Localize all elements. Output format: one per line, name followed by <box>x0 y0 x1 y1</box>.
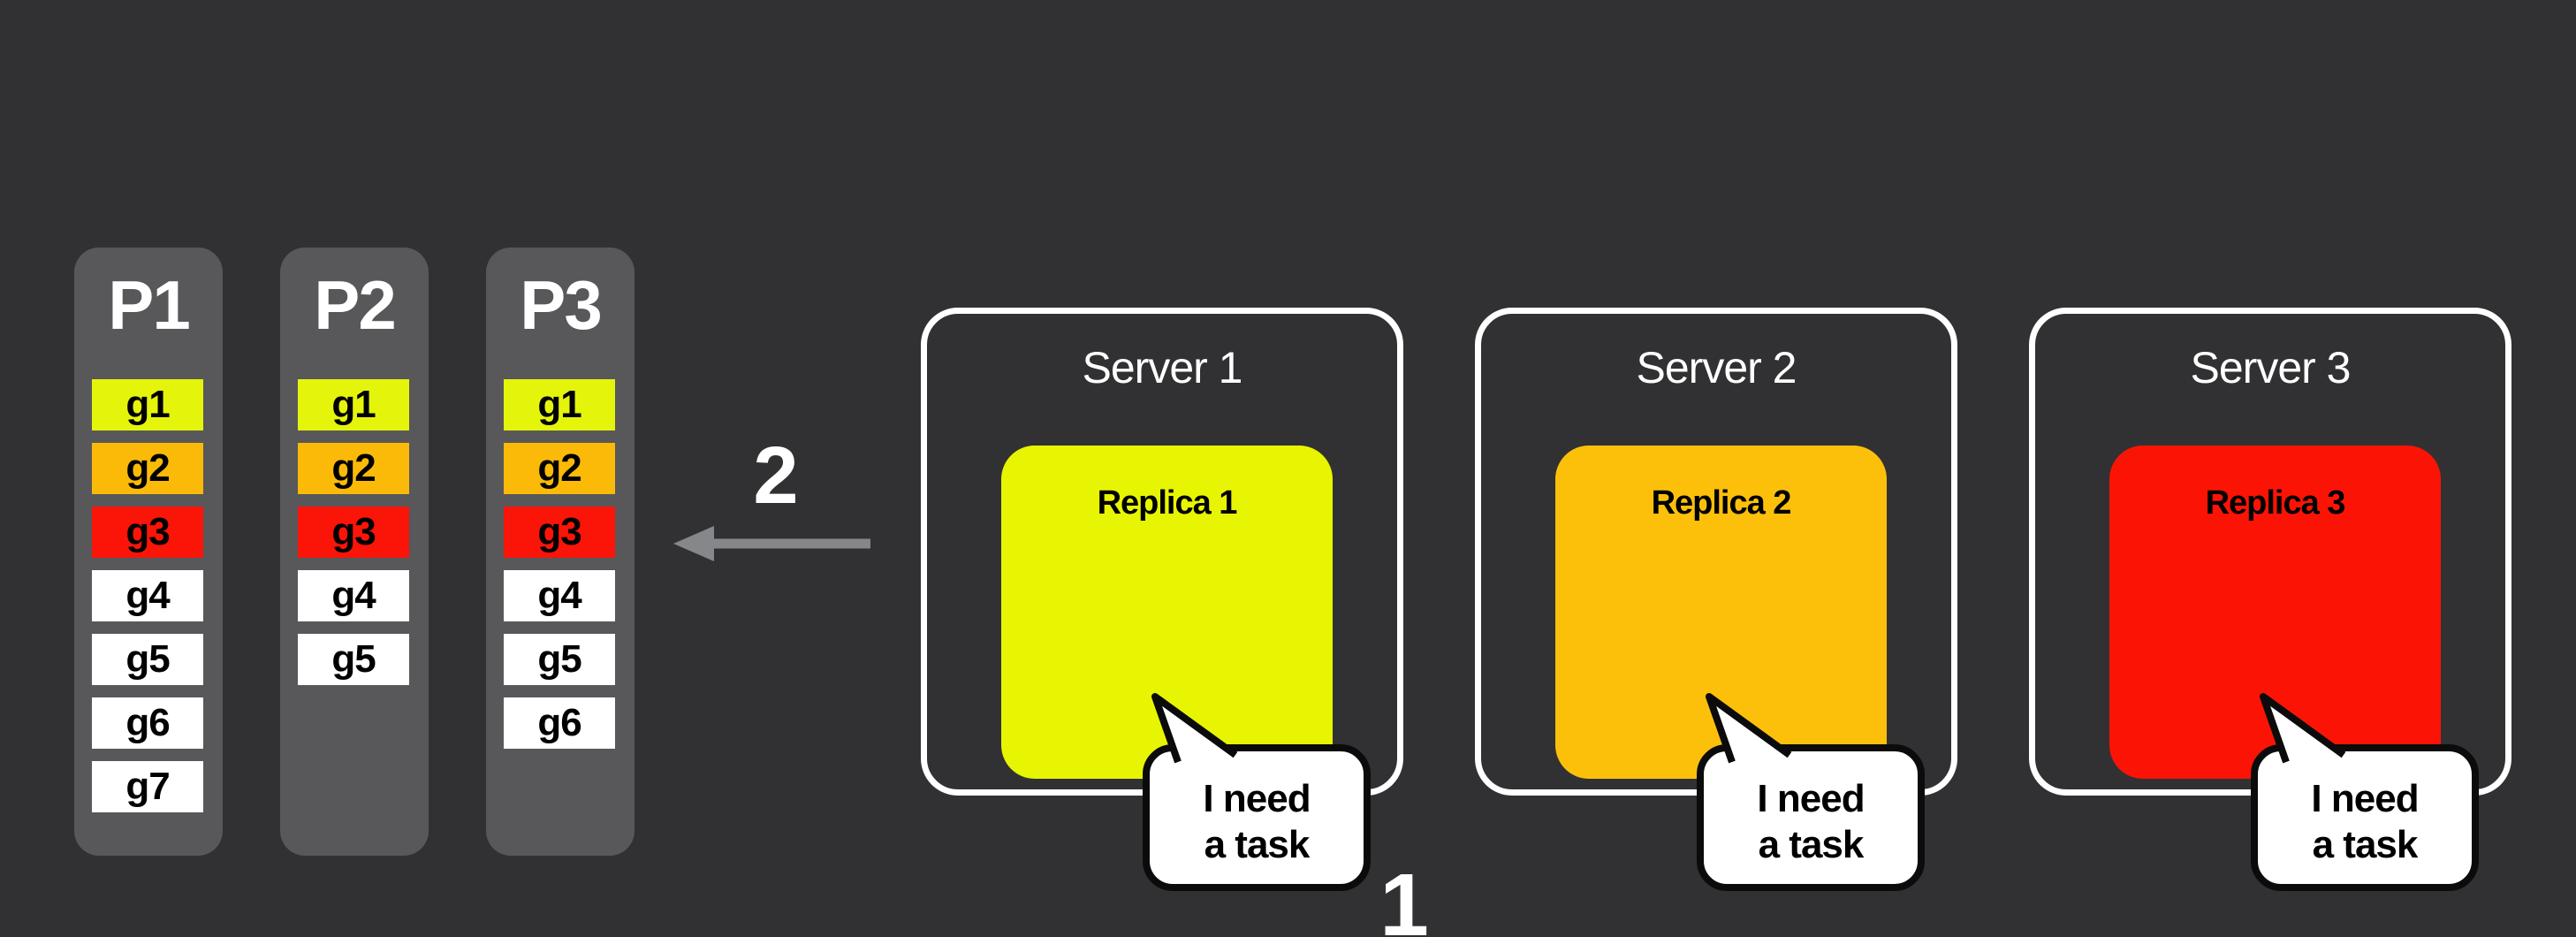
task-cell: g1 <box>298 379 409 430</box>
task-cell: g5 <box>298 634 409 685</box>
task-cell: g4 <box>504 570 615 621</box>
bubble-text-line: a task <box>1204 823 1311 866</box>
replica-label: Replica 3 <box>2205 484 2346 522</box>
task-cell: g6 <box>504 697 615 749</box>
task-cell: g3 <box>504 507 615 558</box>
task-cell: g7 <box>92 761 203 812</box>
server-box-2: Server 2 Replica 2 <box>1475 308 1957 796</box>
task-cell: g6 <box>92 697 203 749</box>
bubble-text-line: I need <box>1203 777 1311 820</box>
task-cell: g3 <box>92 507 203 558</box>
task-cell: g1 <box>504 379 615 430</box>
task-cell: g5 <box>92 634 203 685</box>
replica-box-1: Replica 1 <box>1001 446 1333 779</box>
partition-title: P3 <box>520 266 602 344</box>
step-1-label: 1 <box>1379 856 1429 937</box>
step-2-label: 2 <box>753 430 798 521</box>
replica-label: Replica 2 <box>1651 484 1792 522</box>
partition-title: P2 <box>314 266 396 344</box>
task-cell: g2 <box>298 443 409 494</box>
server-title: Server 3 <box>2190 343 2352 392</box>
bubble-text-line: a task <box>1758 823 1865 866</box>
speech-bubble-3: I need a task <box>2251 744 2479 891</box>
replica-box-2: Replica 2 <box>1555 446 1887 779</box>
speech-bubble-2: I need a task <box>1697 744 1925 891</box>
task-cell: g1 <box>92 379 203 430</box>
server-box-3: Server 3 Replica 3 <box>2029 308 2511 796</box>
server-box-1: Server 1 Replica 1 <box>921 308 1403 796</box>
bubble-text-line: I need <box>1757 777 1865 820</box>
replica-label: Replica 1 <box>1097 484 1238 522</box>
task-cell: g2 <box>92 443 203 494</box>
partition-title: P1 <box>108 266 190 344</box>
server-title: Server 1 <box>1082 343 1243 392</box>
task-cell: g4 <box>92 570 203 621</box>
task-cell: g4 <box>298 570 409 621</box>
speech-bubble-1: I need a task <box>1143 744 1371 891</box>
task-cell: g5 <box>504 634 615 685</box>
replica-box-3: Replica 3 <box>2109 446 2441 779</box>
server-title: Server 2 <box>1636 343 1797 392</box>
task-cell: g2 <box>504 443 615 494</box>
bubble-text-line: I need <box>2311 777 2419 820</box>
bubble-text-line: a task <box>2312 823 2419 866</box>
left-arrow-icon <box>673 526 870 561</box>
task-cell: g3 <box>298 507 409 558</box>
